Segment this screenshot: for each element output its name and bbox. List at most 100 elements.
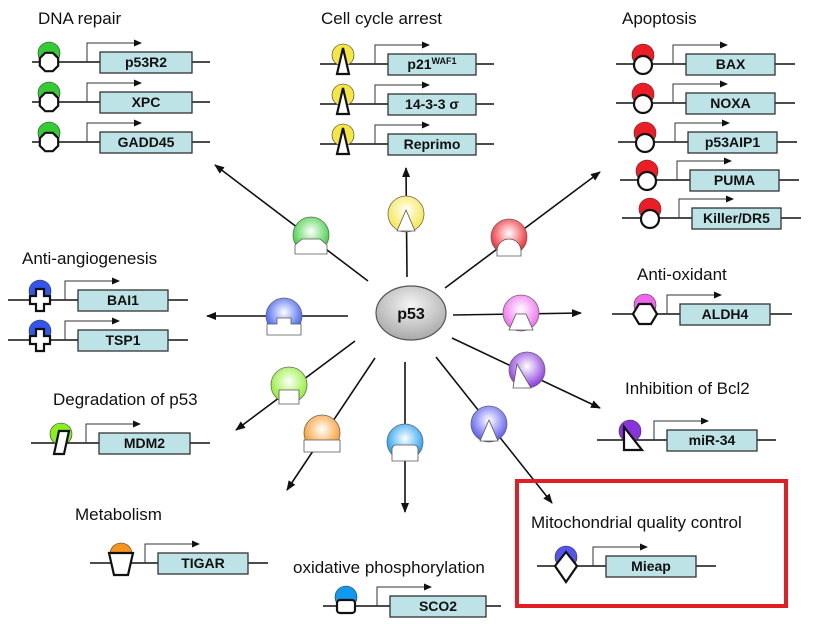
transcription-arrow xyxy=(676,157,732,180)
group-title: Anti-oxidant xyxy=(637,265,727,284)
gene-label: SCO2 xyxy=(419,598,457,614)
arrow-line xyxy=(214,164,369,282)
gene-row: 14-3-3 σ xyxy=(320,81,494,116)
response-element-rounded-square xyxy=(335,598,357,615)
highlight-box xyxy=(515,479,788,608)
gene-box xyxy=(687,131,778,154)
spoke-degradation-of-p53 xyxy=(235,340,356,431)
transcription-arrow xyxy=(672,80,728,103)
cap-notch xyxy=(303,439,341,453)
response-element-diamond xyxy=(553,550,579,584)
gene-row: Reprimo xyxy=(320,121,494,156)
group-cell-cycle-arrest: Cell cycle arrest p21WAF1 14-3-3 σ Reprimo xyxy=(320,9,494,156)
gene-row: TSP1 xyxy=(8,317,188,353)
transcription-arrow xyxy=(374,81,430,104)
gene-row: TIGAR xyxy=(90,540,268,577)
cap-notch xyxy=(512,362,532,389)
spoke-cell-cycle-arrest xyxy=(387,167,425,278)
gene-box xyxy=(99,131,193,154)
p53-cap-v xyxy=(387,195,425,233)
response-element-circle xyxy=(634,132,656,154)
response-element-octagon xyxy=(38,51,60,73)
spoke-inhibition-of-bcl2 xyxy=(451,337,601,409)
spoke-mitochondrial-quality-control xyxy=(435,356,553,504)
group-title: Cell cycle arrest xyxy=(321,9,442,28)
response-element-circle xyxy=(636,170,658,192)
cap-notch xyxy=(266,317,302,336)
gene-box xyxy=(77,289,169,312)
gene-row: GADD45 xyxy=(32,119,210,154)
group-title: Metabolism xyxy=(75,505,162,524)
transcription-arrow xyxy=(86,39,142,62)
gene-row: PUMA xyxy=(620,157,799,192)
transcription-arrow xyxy=(376,583,432,606)
cap-notch xyxy=(496,238,522,257)
p53-cap-step xyxy=(265,297,303,336)
gene-box xyxy=(77,329,169,352)
gene-row: BAI1 xyxy=(8,277,188,313)
gene-box xyxy=(689,169,780,192)
gene-label: ALDH4 xyxy=(702,306,749,322)
group-title: DNA repair xyxy=(38,9,121,28)
gene-row: XPC xyxy=(32,79,210,114)
response-element-circle xyxy=(639,208,661,230)
gene-label: TSP1 xyxy=(105,332,140,348)
gene-box xyxy=(666,429,758,452)
spoke-metabolism xyxy=(286,357,376,491)
gene-box xyxy=(685,92,776,115)
spoke-anti-oxidant xyxy=(452,294,582,332)
group-title: Degradation of p53 xyxy=(53,390,198,409)
gene-row: SCO2 xyxy=(323,583,501,618)
gene-label: p53R2 xyxy=(125,54,167,70)
group-title: oxidative phosphorylation xyxy=(293,558,485,577)
gene-label: Mieap xyxy=(631,558,671,574)
gene-label: p53AIP1 xyxy=(705,134,760,150)
p53-cap-slant xyxy=(508,351,546,389)
response-element-octagon xyxy=(38,91,60,113)
p53-node: p53 xyxy=(375,285,447,341)
response-element-cross xyxy=(28,287,52,313)
spoke-dna-repair xyxy=(214,164,369,282)
group-title: Mitochondrial quality control xyxy=(531,513,742,532)
transcription-arrow xyxy=(374,41,430,64)
p53-ellipse xyxy=(375,285,447,341)
gene-box xyxy=(387,53,477,76)
gene-row: p21WAF1 xyxy=(320,41,494,76)
response-element-triangle xyxy=(335,87,351,116)
response-element-circle xyxy=(632,54,654,76)
p53-cap-flat xyxy=(292,216,330,255)
gene-box xyxy=(157,552,249,575)
spokes-layer xyxy=(206,164,601,513)
transcription-arrow xyxy=(64,317,120,340)
gene-box xyxy=(389,595,487,618)
cap-notch xyxy=(508,313,534,331)
response-element-circle xyxy=(632,93,654,115)
gene-row: MDM2 xyxy=(31,420,210,456)
transcription-arrow xyxy=(653,417,709,440)
p53-cap-rect xyxy=(386,423,424,462)
response-element-hexagon xyxy=(631,302,659,326)
transcription-arrow xyxy=(85,420,141,443)
transcription-arrow xyxy=(86,119,142,142)
gene-row: p53AIP1 xyxy=(618,119,797,154)
transcription-arrow xyxy=(144,540,200,563)
cap-notch xyxy=(391,444,419,462)
response-element-right-triangle xyxy=(622,423,645,452)
gene-label: GADD45 xyxy=(118,134,175,150)
spoke-oxidative-phosphorylation xyxy=(386,362,424,513)
gene-box xyxy=(679,303,771,326)
gene-row: NOXA xyxy=(616,80,795,115)
group-title: Apoptosis xyxy=(622,9,697,28)
gene-label: TIGAR xyxy=(181,555,225,571)
cap-notch xyxy=(278,389,300,405)
response-element-triangle xyxy=(335,127,351,156)
gene-label: miR-34 xyxy=(689,432,736,448)
transcription-arrow xyxy=(678,195,734,218)
gene-label: XPC xyxy=(132,94,161,110)
